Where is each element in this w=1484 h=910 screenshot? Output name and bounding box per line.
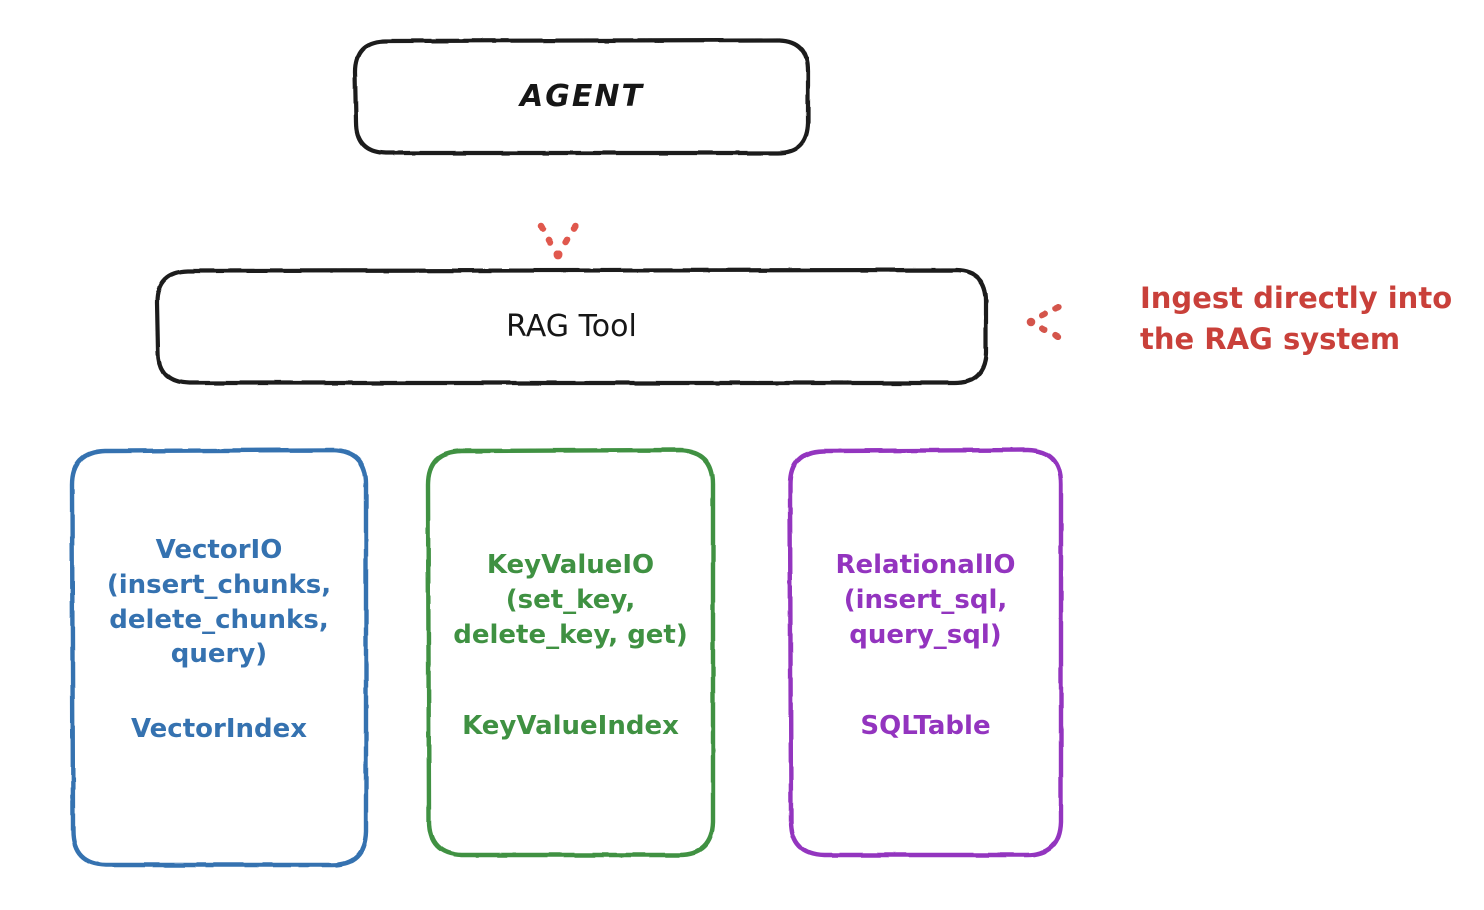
vector-io-node[interactable] <box>69 447 369 868</box>
vector-io-box-outline <box>69 447 369 868</box>
relational-io-box-outline <box>787 447 1064 858</box>
agent-node[interactable] <box>352 37 811 156</box>
agent-box-outline <box>352 37 811 156</box>
rag-tool-node[interactable] <box>154 267 989 386</box>
key-value-io-box-outline <box>425 447 716 858</box>
edge-agent-to-rag-tool <box>537 169 579 260</box>
key-value-io-node[interactable] <box>425 447 716 858</box>
rag-tool-box-outline <box>154 267 989 386</box>
relational-io-node[interactable] <box>787 447 1064 858</box>
edge-ingest-to-rag-tool <box>1026 303 1115 341</box>
